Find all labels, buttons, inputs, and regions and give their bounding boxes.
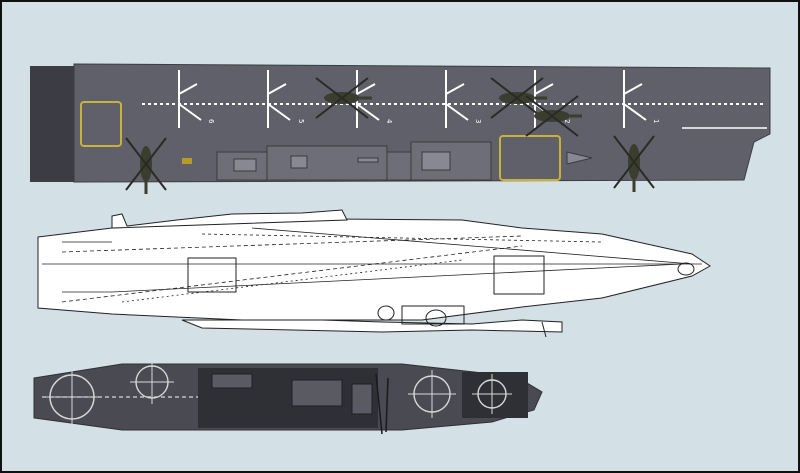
landing-spot-line <box>178 103 202 121</box>
helicopter-icon <box>613 135 655 192</box>
island-detail <box>357 157 379 163</box>
top-ship-plan: 6 5 4 3 2 1 <box>30 63 771 194</box>
island-block <box>401 305 465 325</box>
rotor-blade <box>490 77 544 119</box>
spot-number: 5 <box>297 119 305 123</box>
middle-ship-mast <box>541 321 547 338</box>
middle-ship-lower-sponson <box>181 319 563 333</box>
spot-number: 2 <box>563 119 571 123</box>
superstructure-block <box>291 379 343 407</box>
island-detail <box>566 151 593 165</box>
middle-ship-elevator-forward <box>493 255 545 295</box>
rotor-blade <box>525 95 579 137</box>
top-ship-elevator-pad-aft <box>80 101 122 147</box>
landing-spot-line <box>267 83 287 95</box>
island-mast <box>377 305 395 321</box>
spot-number: 4 <box>385 119 393 124</box>
island-block <box>386 151 412 181</box>
bottom-ship-bow-block <box>462 372 528 418</box>
top-ship-hull-edge <box>30 66 74 182</box>
deck-line <box>201 233 603 243</box>
top-ship-island <box>216 141 593 181</box>
helicopter-icon <box>125 137 167 194</box>
island-detail <box>421 151 451 171</box>
middle-ship-line-drawing <box>37 209 711 338</box>
superstructure-mast <box>375 373 383 435</box>
superstructure-block <box>211 373 253 389</box>
middle-ship-deck-lines <box>42 227 702 303</box>
deck-line <box>111 263 683 293</box>
helicopters-on-deck <box>125 77 655 194</box>
middle-ship-elevator-aft <box>187 257 237 293</box>
superstructure-mast <box>385 377 389 433</box>
landing-spot-numbers: 6 5 4 3 2 1 <box>207 119 660 124</box>
deck-line <box>61 245 523 303</box>
island-block <box>266 145 388 181</box>
middle-ship-island-outline <box>377 305 465 327</box>
helicopter-icon <box>315 77 372 119</box>
middle-ship-sponson <box>111 209 348 229</box>
island-detail <box>290 155 308 169</box>
landing-spot-line <box>534 83 554 95</box>
island-detail <box>233 158 257 172</box>
deck-line <box>251 227 693 265</box>
superstructure-block <box>351 383 373 415</box>
spot-number: 6 <box>207 119 215 124</box>
landing-spot-line <box>445 83 465 95</box>
island-mast <box>425 309 447 327</box>
spot-number: 1 <box>652 119 660 123</box>
top-ship-elevator-pad-forward <box>499 135 561 181</box>
middle-ship-bow-anchor <box>677 262 695 276</box>
helicopter-icon <box>490 77 547 119</box>
rotor-blade <box>125 137 167 191</box>
landing-spot-line <box>445 103 469 121</box>
deck-line <box>121 259 463 303</box>
landing-spot-line <box>623 83 643 95</box>
landing-spot-line <box>356 83 376 95</box>
spot-number: 3 <box>474 119 482 123</box>
rotor-blade <box>315 77 369 119</box>
landing-spot-line <box>623 103 647 121</box>
landing-spot-line <box>178 83 198 95</box>
deck-crate <box>182 158 192 164</box>
bottom-ship-superstructure <box>211 373 389 435</box>
landing-spot-line <box>267 103 291 121</box>
helicopter-icon <box>525 95 582 137</box>
bottom-ship-plan <box>33 360 543 435</box>
landing-spot-line <box>356 103 380 121</box>
rotor-blade <box>613 135 655 189</box>
